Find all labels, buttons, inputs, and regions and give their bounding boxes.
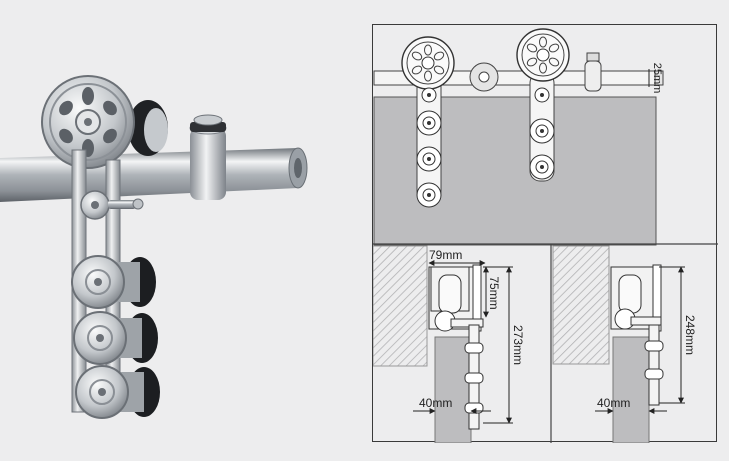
top-wheel-back-hub [128, 100, 168, 156]
rail-stopper [189, 114, 227, 200]
technical-drawing: 25mm 79mm 75mm 273mm [372, 24, 718, 444]
pivot-roller [80, 190, 144, 220]
door-panel [373, 96, 657, 246]
dim-wheel-offset-label: 79mm [429, 248, 462, 262]
section-right: 248mm 40mm [552, 245, 697, 444]
lower-wheel-1 [71, 255, 156, 309]
top-spoked-wheel [41, 75, 135, 169]
barn-door-hardware-image [0, 75, 308, 419]
door-section-right [612, 336, 650, 444]
rail [0, 147, 308, 202]
dim-door-thickness-left-label: 40mm [419, 396, 452, 410]
lower-wheel-3 [75, 365, 160, 419]
dim-door-thickness-right-label: 40mm [597, 396, 630, 410]
dim-hanger-short-label: 75mm [487, 276, 501, 309]
stopper-front [584, 60, 602, 92]
lower-wheel-2 [73, 311, 158, 365]
hanger-left [401, 36, 455, 208]
dim-rail-diameter: 25mm [648, 63, 663, 94]
dimension-diagram: 25mm 79mm 75mm 273mm [372, 28, 718, 444]
product-photo [0, 75, 308, 419]
hanger-right [516, 28, 570, 182]
door-section-left [434, 336, 472, 444]
section-left: 79mm 75mm 273mm 40mm [372, 245, 525, 444]
dim-hanger-total-left-label: 273mm [511, 325, 525, 365]
dim-rail-diameter-label: 25mm [651, 63, 663, 94]
dim-hanger-total-right-label: 248mm [683, 315, 697, 355]
front-view: 25mm [373, 28, 664, 246]
